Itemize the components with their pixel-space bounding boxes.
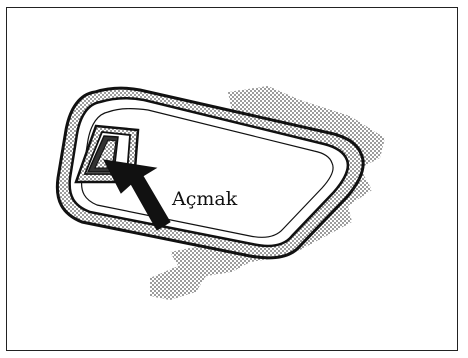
open-label: Açmak (172, 190, 237, 209)
